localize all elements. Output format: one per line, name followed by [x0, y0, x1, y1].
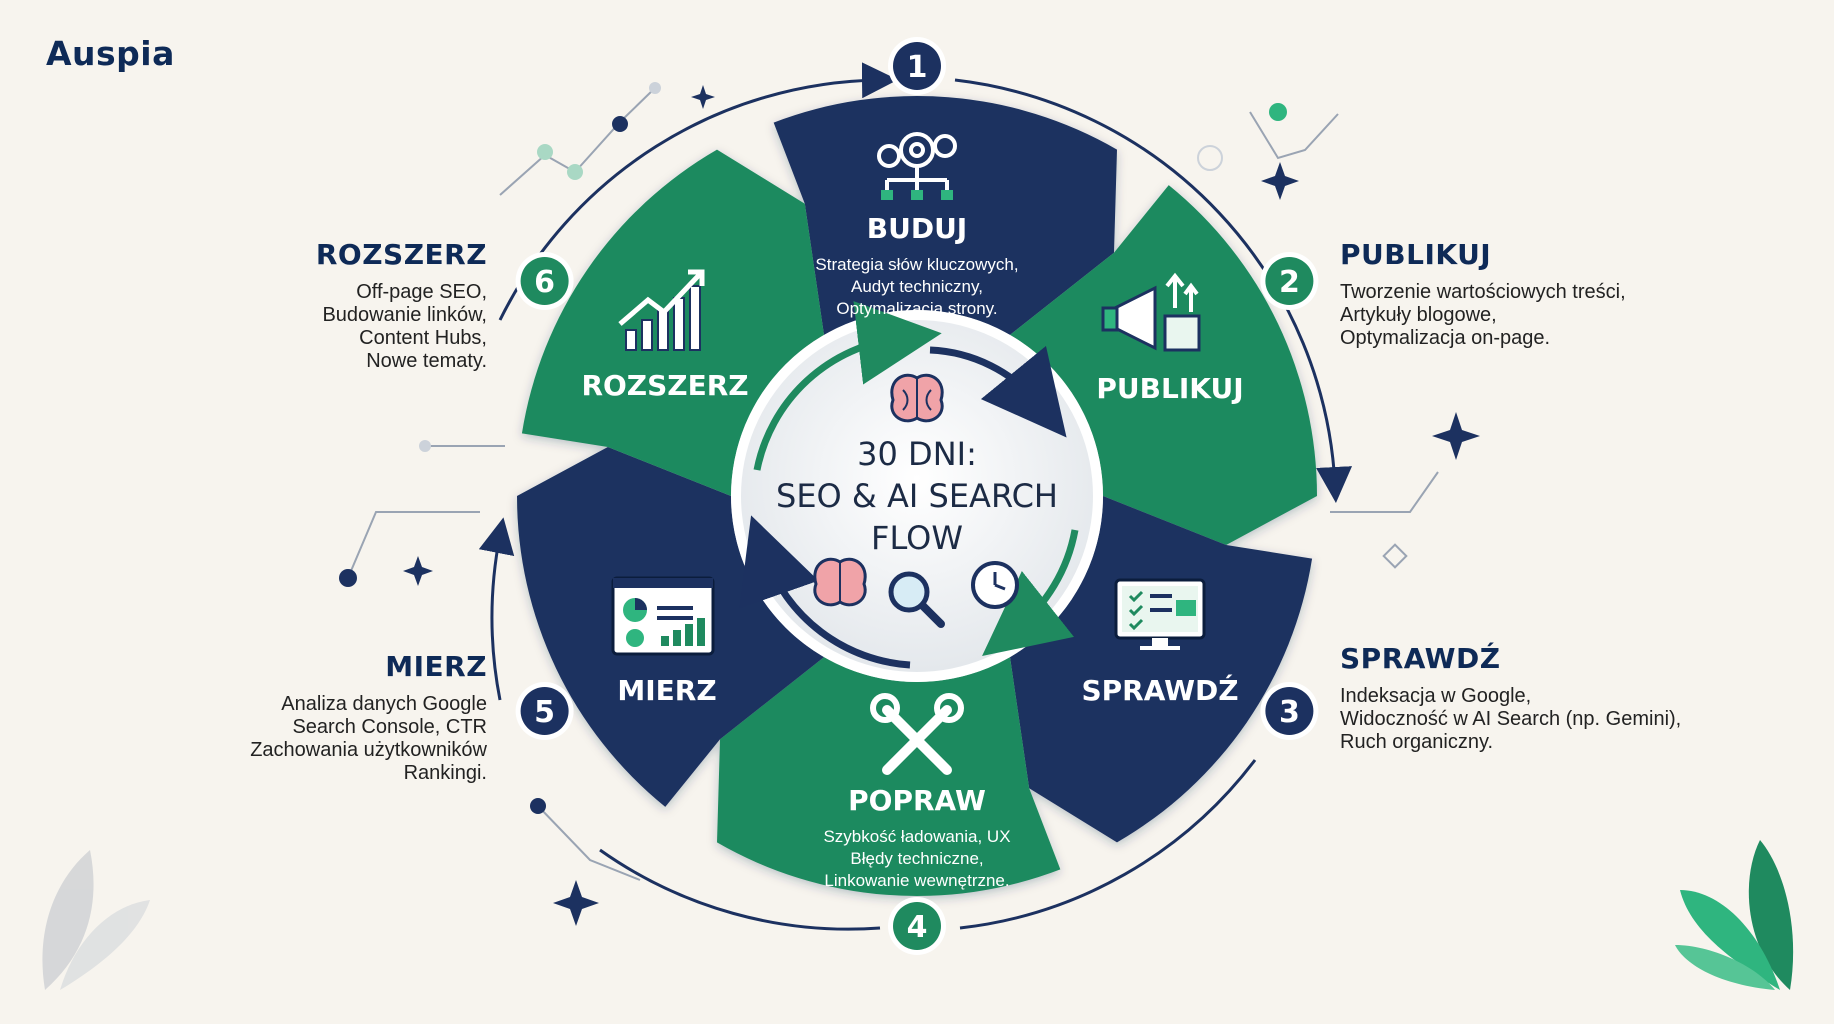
step-5-line-4: Rankingi.: [403, 762, 487, 784]
step-3-line-2: Widoczność w AI Search (np. Gemini),: [1340, 708, 1682, 730]
step-3-description: SPRAWDŹ Indeksacja w Google, Widoczność …: [1340, 642, 1681, 754]
segment-1-detail-1: Strategia słów kluczowych,: [815, 255, 1018, 274]
step-badge-4: 4: [888, 897, 946, 955]
segment-label-3: SPRAWDŹ: [1081, 673, 1238, 707]
step-3-line-1: Indeksacja w Google,: [1340, 685, 1532, 707]
step-5-line-3: Zachowania użytkowników: [250, 739, 487, 761]
brain-icon: [890, 373, 944, 423]
hub-title-line-2: SEO & AI SEARCH: [776, 477, 1058, 515]
step-number-3: 3: [1279, 695, 1300, 730]
decor-network: [347, 87, 1439, 881]
leaf-decoration-right: [1675, 840, 1794, 990]
segment-sprawdź: [1010, 496, 1313, 843]
segment-4-detail-2: Błędy techniczne,: [850, 849, 983, 868]
segment-rozszerz: [521, 149, 824, 496]
step-number-4: 4: [907, 910, 928, 945]
gears-hierarchy-icon: [877, 132, 957, 200]
step-badge-3: 3: [1260, 682, 1319, 740]
step-6-line-4: Nowe tematy.: [366, 350, 487, 372]
step-number-1: 1: [907, 50, 928, 85]
step-6-title: ROZSZERZ: [315, 238, 487, 271]
step-badge-1: 1: [888, 37, 946, 95]
hub-title-line-1: 30 DNI:: [857, 435, 977, 473]
brand-logo: Auspia: [46, 34, 175, 73]
step-5-line-2: Search Console, CTR: [292, 716, 487, 738]
step-2-line-3: Optymalizacja on-page.: [1340, 327, 1551, 349]
step-2-title: PUBLIKUJ: [1340, 238, 1492, 271]
segment-label-4: POPRAW: [848, 784, 986, 817]
step-number-2: 2: [1279, 265, 1300, 300]
step-5-description: MIERZ Analiza danych Google Search Conso…: [250, 650, 487, 785]
step-5-line-1: Analiza danych Google: [281, 693, 487, 715]
step-2-line-2: Artykuły blogowe,: [1340, 304, 1497, 326]
step-2-line-1: Tworzenie wartościowych treści,: [1340, 281, 1626, 303]
step-number-6: 6: [534, 265, 555, 300]
megaphone-icon: [1101, 272, 1201, 352]
step-3-title: SPRAWDŹ: [1340, 642, 1501, 675]
step-badge-5: 5: [515, 682, 574, 740]
hub-title: 30 DNI: SEO & AI SEARCH FLOW: [776, 435, 1058, 557]
decor-dots: [339, 82, 1408, 814]
leaf-decoration-left: [42, 850, 150, 990]
step-3-line-3: Ruch organiczny.: [1340, 731, 1494, 753]
segment-label-5: MIERZ: [617, 674, 716, 707]
segment-1-detail-2: Audyt techniczny,: [851, 277, 983, 296]
segment-texts: BUDUJ Strategia słów kluczowych, Audyt tec…: [581, 212, 1243, 890]
step-2-description: PUBLIKUJ Tworzenie wartościowych treści,…: [1340, 238, 1626, 350]
brain-icon: [813, 557, 867, 607]
segment-4-detail-1: Szybkość ładowania, UX: [823, 827, 1010, 846]
growth-chart-icon: [618, 269, 705, 351]
segment-label-1: BUDUJ: [867, 212, 967, 245]
magnifier-icon: [888, 571, 945, 628]
wrench-screwdriver-icon: [870, 693, 964, 775]
step-badge-6: 6: [515, 252, 574, 310]
brand-name: Auspia: [46, 34, 175, 73]
step-6-line-2: Budowanie linków,: [322, 304, 487, 326]
segment-1-detail-3: Optymalizacja strony.: [836, 299, 997, 318]
hub-title-line-3: FLOW: [871, 519, 963, 557]
segment-4-detail-3: Linkowanie wewnętrzne.: [824, 871, 1009, 890]
step-6-line-1: Off-page SEO,: [356, 281, 487, 303]
segment-popraw: [717, 657, 1061, 896]
analytics-dashboard-icon: [611, 576, 715, 656]
step-6-description: ROZSZERZ Off-page SEO, Budowanie linków,…: [316, 238, 487, 373]
clock-icon: [971, 561, 1019, 609]
segment-label-2: PUBLIKUJ: [1096, 372, 1243, 405]
decor-sparkles: [403, 85, 1480, 926]
step-5-title: MIERZ: [385, 650, 487, 683]
segment-label-6: ROZSZERZ: [581, 369, 748, 402]
monitor-checklist-icon: [1114, 578, 1206, 650]
segment-buduj: [773, 95, 1117, 335]
step-badge-2: 2: [1260, 252, 1319, 310]
step-6-line-3: Content Hubs,: [359, 327, 487, 349]
step-badges: 1 2 3 4 5 6: [515, 37, 1319, 955]
segment-publikuj: [1010, 185, 1317, 545]
step-number-5: 5: [534, 695, 555, 730]
